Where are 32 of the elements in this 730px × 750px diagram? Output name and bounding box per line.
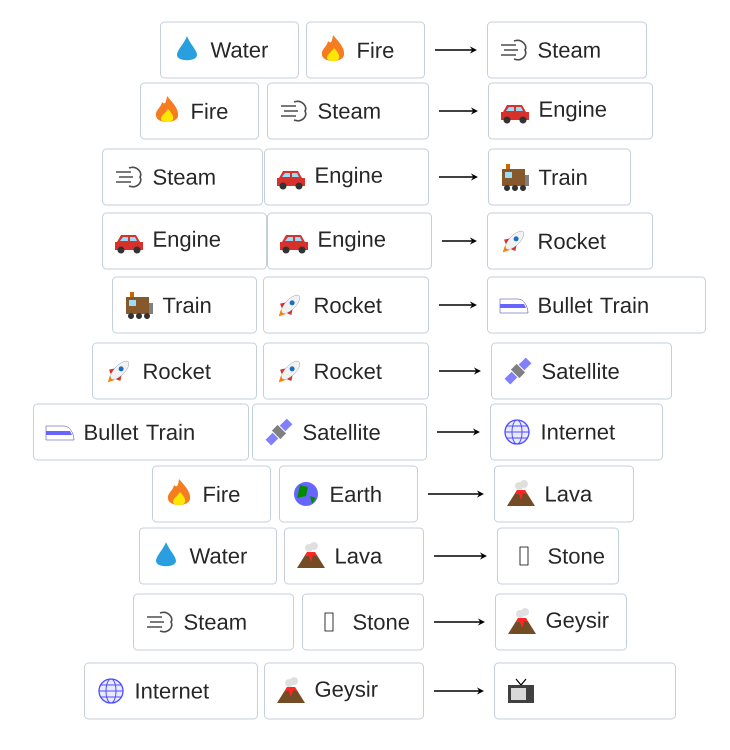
item-card: Rocket — [92, 342, 257, 400]
item-card: Fire — [140, 82, 259, 140]
item-card: Geysir — [495, 594, 627, 650]
item-card: Rocket — [487, 212, 653, 270]
item-card: Engine — [267, 212, 432, 270]
item-card: Engine — [488, 82, 653, 140]
item-card: Steam — [267, 82, 429, 140]
item-card: Engine — [264, 148, 429, 206]
item-card: Steam — [487, 22, 647, 78]
item-card: Stone — [497, 528, 619, 584]
item-card: Water — [160, 22, 299, 78]
item-card: Satellite — [491, 342, 672, 400]
item-card: Internet — [84, 662, 258, 720]
item-card: Rocket — [263, 342, 429, 400]
item-card: Lava — [284, 528, 424, 584]
item-card: Stone — [302, 594, 424, 650]
item-card: Rocket — [263, 276, 429, 334]
item-card: Steam — [133, 594, 294, 650]
item-card: Lava — [494, 466, 634, 522]
item-card: Geysir — [264, 662, 424, 720]
item-card: Train — [112, 276, 257, 334]
item-card: Earth — [279, 466, 418, 522]
item-card: Satellite — [252, 404, 427, 460]
item-card: Bullet Train — [33, 404, 249, 460]
item-card: Train — [488, 148, 631, 206]
item-card: Fire — [152, 466, 271, 522]
item-card: Internet — [490, 404, 663, 460]
item-card: Engine — [102, 212, 267, 270]
item-card: Water — [139, 528, 277, 584]
item-card: Fire — [306, 22, 425, 78]
item-card: Bullet Train — [487, 276, 706, 334]
item-card: Steam — [102, 148, 263, 206]
